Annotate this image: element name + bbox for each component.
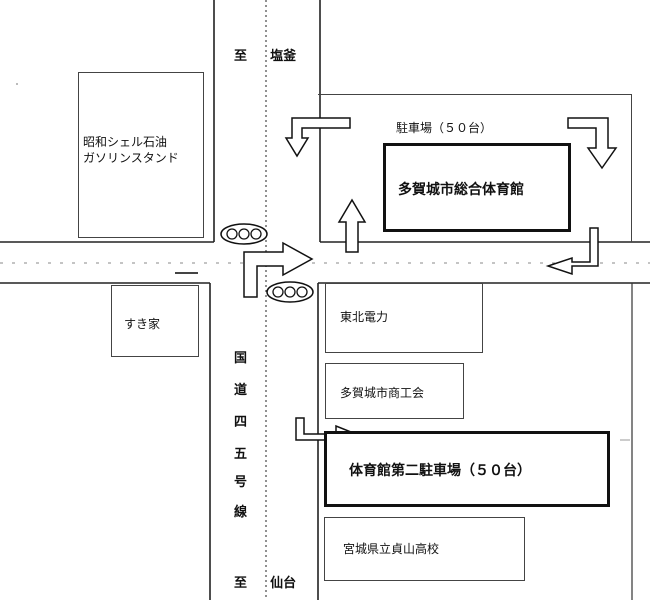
high-school-building: 宮城県立貞山高校	[324, 517, 525, 581]
route-name-char: 号	[234, 475, 248, 490]
gas-station-building: 昭和シェル石油 ガソリンスタンド	[78, 72, 204, 238]
route-name-char: 五	[234, 447, 248, 462]
turn-right-arrow-icon	[243, 241, 314, 298]
south-destination-name: 仙台	[270, 576, 297, 591]
down-left-arrow-icon	[284, 117, 351, 158]
traffic-signal-south-icon	[266, 281, 314, 303]
up-arrow-icon	[337, 198, 367, 253]
sukiya-label: すき家	[124, 317, 161, 331]
second-parking-label: 体育館第二駐車場（５０台）	[349, 463, 531, 479]
north-destination-name: 塩釜	[270, 49, 297, 64]
tohoku-electric-label: 東北電力	[340, 310, 389, 324]
chamber-of-commerce-building: 多賀城市商工会	[325, 363, 464, 419]
route-name-char: 国	[234, 351, 248, 366]
main-parking-lot: 駐車場（５０台）	[318, 94, 632, 242]
route-name-char: 道	[234, 383, 248, 398]
north-destination-prefix: 至	[234, 49, 248, 64]
traffic-signal-north-icon	[220, 223, 268, 245]
lot-exit-arrow-icon	[545, 227, 599, 276]
tohoku-electric-building: 東北電力	[325, 283, 483, 353]
main-parking-label: 駐車場（５０台）	[396, 121, 493, 135]
gas-station-line2: ガソリンスタンド	[83, 151, 179, 165]
gymnasium-label: 多賀城市総合体育館	[398, 182, 524, 198]
high-school-label: 宮城県立貞山高校	[343, 542, 440, 556]
route-name-char: 線	[234, 505, 248, 520]
route-name-char: 四	[234, 415, 248, 430]
south-destination-prefix: 至	[234, 576, 248, 591]
gas-station-line1: 昭和シェル石油	[83, 135, 168, 149]
lot-down-arrow-icon	[567, 117, 618, 170]
gymnasium-building: 多賀城市総合体育館	[383, 143, 571, 232]
south-destination: 至 仙台	[234, 572, 296, 591]
chamber-of-commerce-label: 多賀城市商工会	[340, 386, 425, 400]
sukiya-building: すき家	[111, 285, 199, 357]
north-destination: 至 塩釜	[234, 45, 296, 64]
second-parking-lot: 体育館第二駐車場（５０台）	[324, 431, 610, 507]
